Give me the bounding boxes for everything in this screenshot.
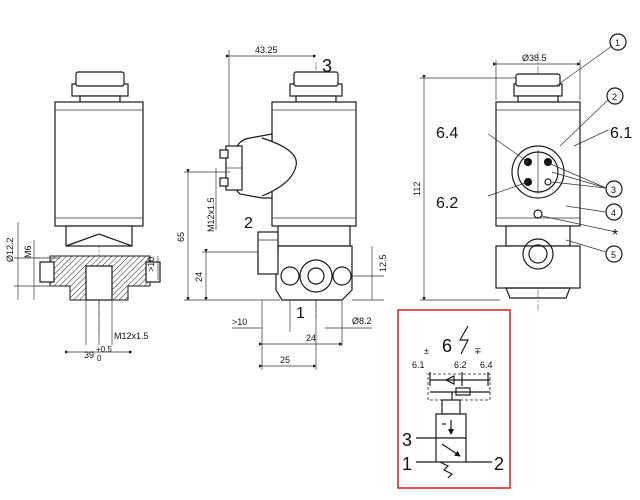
port-3-label: 3 <box>322 56 332 76</box>
dim-112: 112 <box>412 182 422 196</box>
svg-text:3: 3 <box>611 185 616 195</box>
callout-2: 2 <box>606 87 624 105</box>
schematic-plus: ± <box>424 346 429 356</box>
dim-10-right: >10 <box>146 257 156 272</box>
callout-5: 5 <box>605 245 623 263</box>
callout-6-4: 6.4 <box>436 125 458 142</box>
dim-m12-bottom: M12x1.5 <box>114 331 149 341</box>
port-2-label: 2 <box>244 215 253 232</box>
dim-12-2: Ø12.2 <box>5 237 15 262</box>
schematic-highlight-box <box>397 309 511 489</box>
svg-text:1: 1 <box>615 38 620 48</box>
right-view: Ø38.5 112 <box>412 33 632 310</box>
svg-text:5: 5 <box>611 250 616 260</box>
dim-8-2: Ø8.2 <box>352 316 372 326</box>
valve-schematic: 6 ± ∓ 6.1 6.2 6.4 3 1 2 <box>397 309 511 489</box>
dim-39-tol-dn: 0 <box>97 354 102 363</box>
schematic-pin-6-1: 6.1 <box>412 360 425 370</box>
dim-65: 65 <box>176 232 186 242</box>
svg-text:4: 4 <box>611 208 616 218</box>
dim-43-25: 43.25 <box>255 45 278 55</box>
schematic-title: 6 <box>442 336 452 356</box>
callout-6-2: 6.2 <box>436 195 458 212</box>
lightning-icon <box>458 325 469 355</box>
dim-24-left: 24 <box>194 272 204 282</box>
dim-10-bottom: >10 <box>232 317 247 327</box>
schematic-minus: ∓ <box>474 346 482 356</box>
schematic-port-1: 1 <box>402 454 412 474</box>
dim-25: 25 <box>280 355 290 365</box>
port-1-label: 1 <box>296 305 305 322</box>
callout-6-1: 6.1 <box>610 125 632 142</box>
callout-asterisk: * <box>612 227 618 244</box>
dim-m6: M6 <box>23 245 33 258</box>
callout-3: 3 <box>605 180 623 198</box>
schematic-pin-6-2: 6.2 <box>454 360 467 370</box>
dim-12-5: 12.5 <box>378 254 388 272</box>
callout-4: 4 <box>605 203 623 221</box>
middle-view: 43.25 3 M12x1.5 2 65 <box>176 45 388 370</box>
dim-39: 39 <box>84 350 94 360</box>
dim-m12-left: M12x1.5 <box>206 197 216 232</box>
dim-38-5: Ø38.5 <box>522 53 547 63</box>
left-view: Ø12.2 M6 >10 M12x1.5 39 +0.5 0 <box>5 71 161 363</box>
dim-24-bottom: 24 <box>306 333 316 343</box>
schematic-pin-6-4: 6.4 <box>480 360 493 370</box>
svg-text:2: 2 <box>612 92 617 102</box>
schematic-port-2: 2 <box>494 454 504 474</box>
schematic-port-3: 3 <box>402 430 412 450</box>
dim-39-tol-up: +0.5 <box>96 345 112 354</box>
callout-1: 1 <box>609 33 627 51</box>
